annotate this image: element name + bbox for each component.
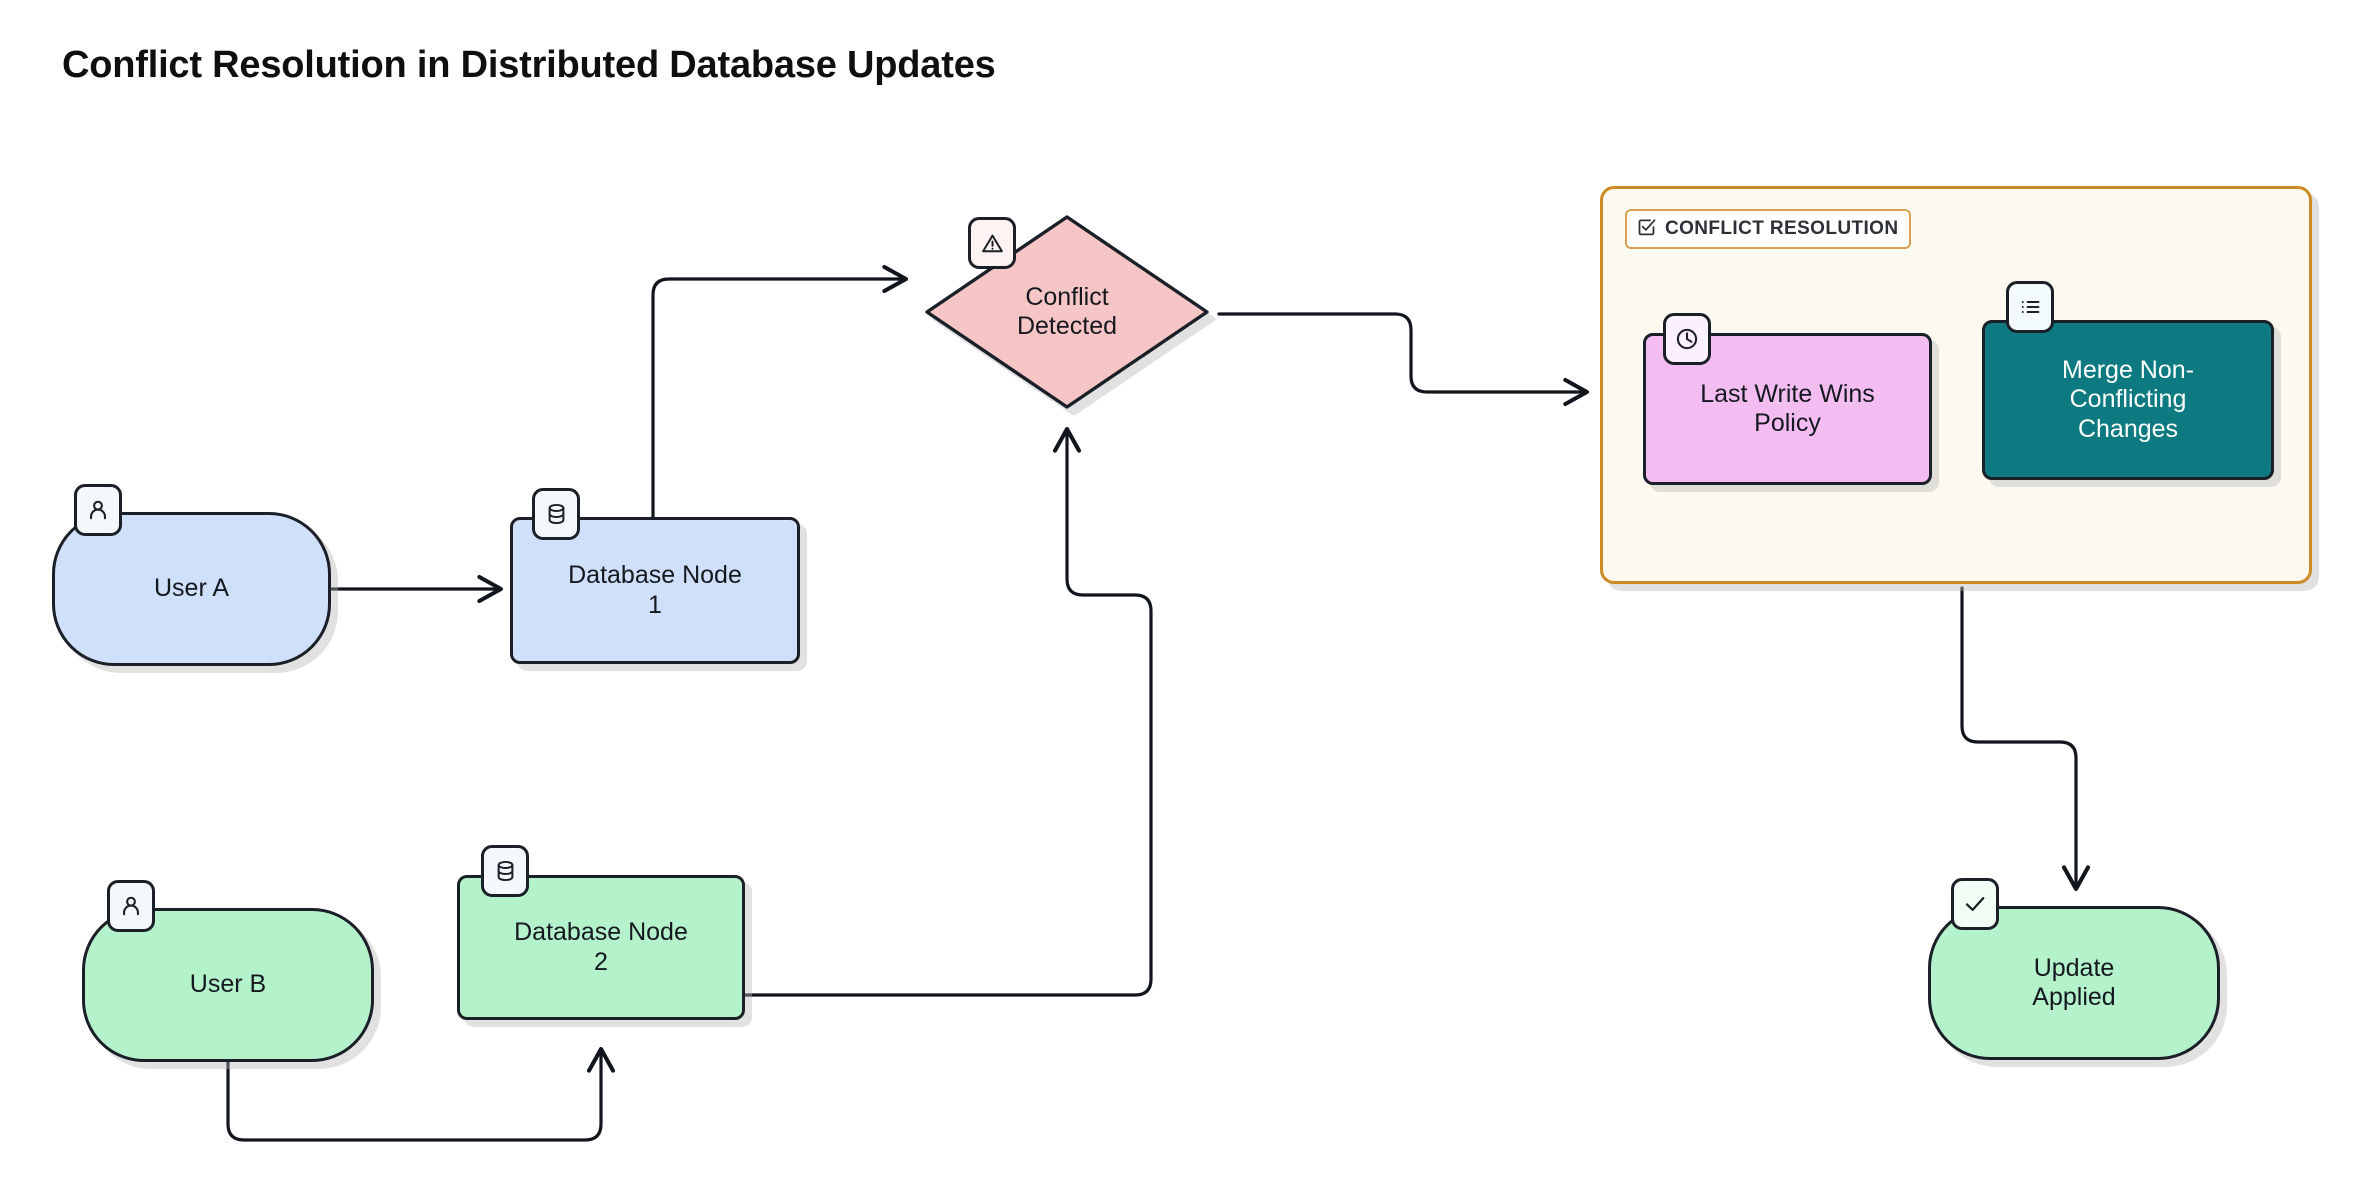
group-title-text: CONFLICT RESOLUTION: [1665, 218, 1899, 239]
list-icon: [2006, 281, 2054, 333]
node-merge-label-line2: Conflicting: [2069, 385, 2187, 414]
warning-icon: [968, 217, 1016, 269]
clock-icon: [1663, 313, 1711, 365]
node-user-a[interactable]: User A: [52, 512, 331, 666]
node-merge-label-line3: Changes: [2077, 414, 2179, 443]
database-icon: [532, 488, 580, 540]
node-db-node-2-label-line1: Database Node: [514, 918, 688, 946]
node-user-a-label: User A: [153, 574, 230, 603]
node-update-applied-label-line1: Update: [2033, 953, 2115, 982]
node-last-write-label-line2: Policy: [1754, 409, 1821, 437]
node-merge-non-conflicting-changes[interactable]: Merge Non- Conflicting Changes: [1982, 320, 2274, 480]
node-user-b[interactable]: User B: [82, 908, 374, 1062]
node-conflict-label-line1: Conflict: [1025, 282, 1109, 311]
edge-conflict-to-conflict-resolution: [1217, 312, 1589, 407]
node-db-node-2-label-line2: 2: [594, 947, 608, 976]
node-update-applied[interactable]: Update Applied: [1928, 906, 2220, 1060]
checkbox-checked-icon: [1636, 216, 1657, 242]
node-user-b-label: User B: [189, 970, 267, 999]
edge-db-node-2-to-conflict: [743, 427, 1153, 997]
node-db-node-1[interactable]: Database Node 1: [510, 517, 800, 664]
node-db-node-1-label-line1: Database Node: [568, 561, 742, 589]
node-conflict-label-line2: Detected: [1016, 312, 1118, 340]
edge-conflict-resolution-to-update-applied: [1960, 586, 2091, 891]
node-db-node-1-label-line2: 1: [648, 590, 662, 619]
node-update-applied-label-line2: Applied: [2032, 983, 2116, 1011]
check-icon: [1951, 878, 1999, 930]
edge-user-b-to-db-node-2: [226, 1047, 616, 1142]
edge-db-node-1-to-conflict: [651, 264, 908, 519]
person-icon: [74, 484, 122, 536]
page-title: Conflict Resolution in Distributed Datab…: [62, 44, 996, 86]
database-icon: [481, 845, 529, 897]
person-icon: [107, 880, 155, 932]
node-last-write-label-line1: Last Write Wins: [1700, 379, 1875, 408]
node-merge-label-line1: Merge Non-: [2062, 355, 2194, 384]
group-title-chip: CONFLICT RESOLUTION: [1625, 209, 1912, 249]
node-db-node-2[interactable]: Database Node 2: [457, 875, 745, 1020]
node-conflict-detected[interactable]: Conflict Detected: [918, 208, 1216, 416]
node-conflict-detected-text: Conflict Detected: [918, 208, 1216, 416]
